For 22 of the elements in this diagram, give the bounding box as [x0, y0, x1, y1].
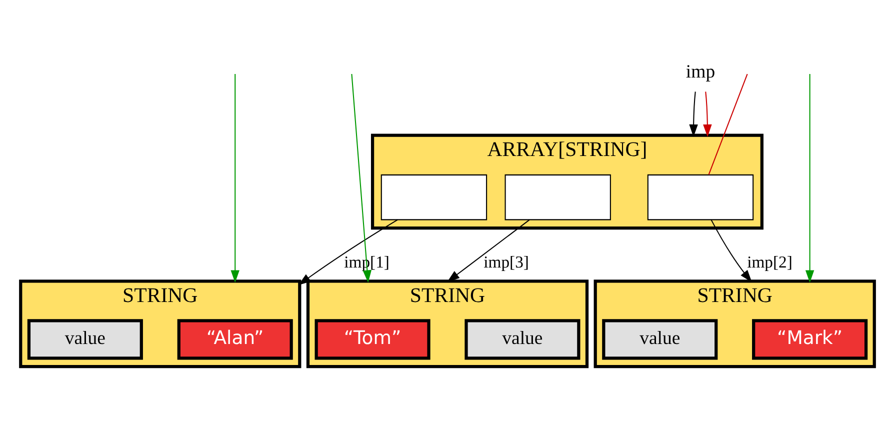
- node-box: [504, 174, 611, 220]
- edge-label: imp[2]: [747, 252, 792, 271]
- arrow: [230, 74, 240, 282]
- arrow: [703, 91, 712, 136]
- node-box: [380, 174, 488, 220]
- node-box: value: [602, 318, 718, 360]
- node-box: “Tom”: [314, 318, 430, 360]
- cluster: ARRAY[STRING]: [370, 133, 764, 230]
- node-box: [647, 174, 754, 220]
- arrow: [447, 219, 530, 282]
- arrow: [298, 218, 398, 285]
- node-box: value: [464, 318, 580, 360]
- arrow: [351, 73, 372, 282]
- node-box: “Alan”: [177, 318, 293, 360]
- node-box: value: [27, 318, 143, 360]
- arrow: [689, 91, 698, 136]
- edge-label: imp[3]: [484, 252, 529, 271]
- node-text: imp: [686, 60, 716, 82]
- node-box: “Mark”: [752, 318, 868, 360]
- connector: [708, 73, 748, 174]
- arrow: [805, 74, 814, 282]
- arrow: [710, 219, 752, 282]
